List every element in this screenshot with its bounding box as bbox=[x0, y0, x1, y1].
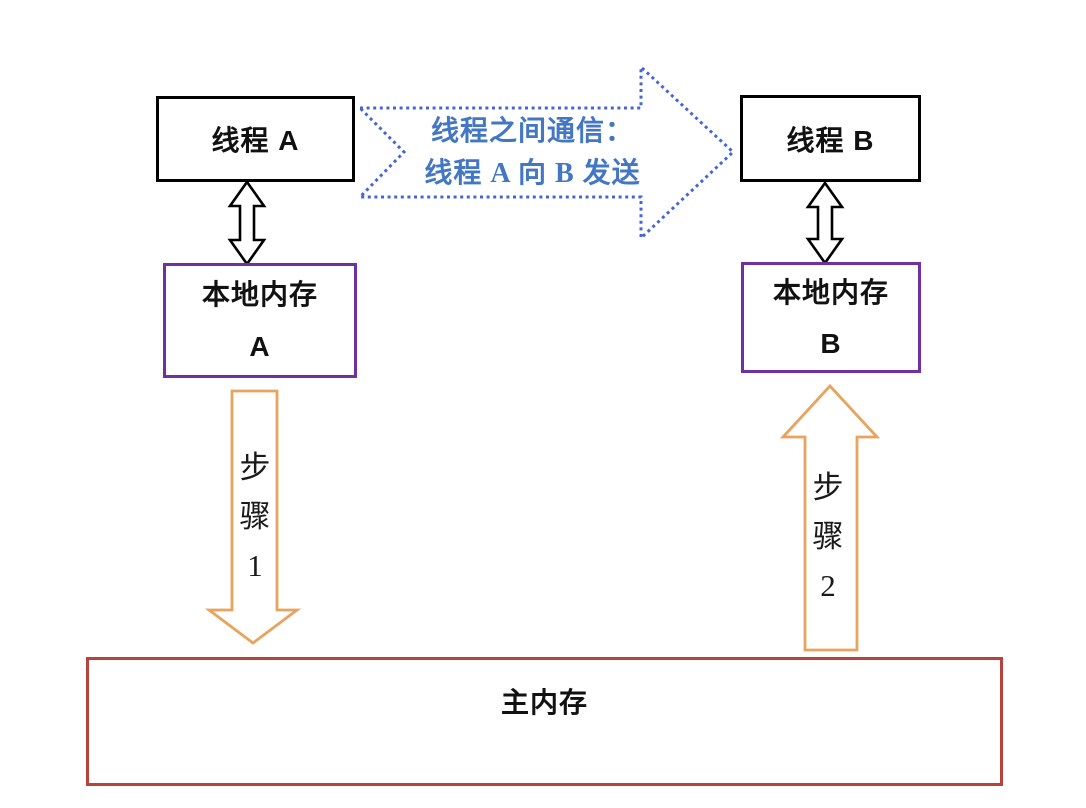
local-memory-a-label: 本地内存 bbox=[201, 278, 318, 310]
local-memory-a-suffix: A bbox=[249, 330, 271, 362]
local-memory-a-box: 本地内存 A bbox=[163, 263, 357, 378]
step2-caption: 步 骤 2 bbox=[802, 463, 854, 610]
communication-caption-line2: 线程 A 向 B 发送 bbox=[424, 158, 641, 189]
local-memory-b-box: 本地内存 B bbox=[741, 262, 921, 373]
step1-down-arrow bbox=[204, 389, 302, 645]
main-memory-box: 主内存 bbox=[86, 657, 1003, 786]
thread-b-label: 线程 B bbox=[786, 124, 875, 156]
communication-caption-line1: 线程之间通信： bbox=[430, 116, 634, 147]
thread-b-box: 线程 B bbox=[740, 95, 921, 182]
local-memory-b-suffix: B bbox=[820, 327, 842, 359]
thread-a-label: 线程 A bbox=[211, 125, 300, 156]
step1-char-2: 骤 bbox=[239, 499, 271, 534]
main-memory-label: 主内存 bbox=[500, 687, 588, 718]
local-memory-b-label: 本地内存 bbox=[772, 276, 889, 308]
step2-up-arrow bbox=[779, 383, 881, 652]
step1-char-3: 1 bbox=[247, 548, 263, 583]
thread-a-local-a-double-arrow bbox=[227, 179, 267, 267]
thread-b-local-b-double-arrow bbox=[805, 180, 845, 266]
step2-char-1: 步 bbox=[812, 470, 844, 505]
step1-caption: 步 骤 1 bbox=[229, 443, 281, 590]
step2-char-3: 2 bbox=[820, 568, 836, 603]
step2-char-2: 骤 bbox=[812, 519, 844, 554]
thread-a-box: 线程 A bbox=[156, 96, 355, 182]
step1-char-1: 步 bbox=[239, 450, 271, 485]
communication-arrow-caption: 线程之间通信： 线程 A 向 B 发送 bbox=[385, 111, 680, 195]
